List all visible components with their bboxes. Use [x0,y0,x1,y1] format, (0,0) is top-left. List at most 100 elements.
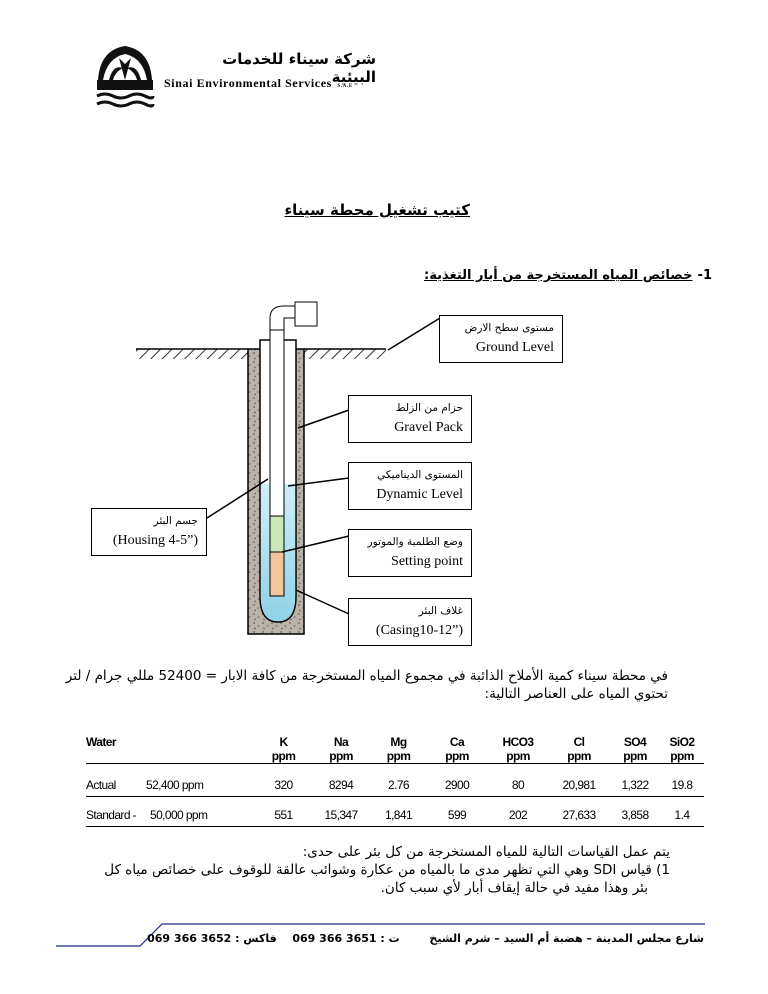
pipe-bend [269,305,297,331]
logo-emblem-icon [96,46,155,108]
unit-mg: ppm [386,749,411,763]
unit-na: ppm [329,749,353,763]
row-tds: 50,000 ppm [150,808,208,823]
wellhead-box [294,301,318,327]
footer-contact: شارع مجلس المدينة – هضبة أم السيد – شرم … [147,932,704,945]
company-logo [95,42,155,110]
callout-setting-point-ar: وضع الطلمبة والموتور [367,536,463,548]
element-mg: Mg [390,735,407,749]
element-cl: Cl [573,735,585,749]
section-number: 1- [697,268,712,283]
callout-housing: جسم البئر (Housing 4-5”) [91,508,207,556]
element-ca: Ca [449,735,465,749]
company-name-en: Sinai Environmental Services S.A.E [164,76,353,91]
item-number: 1) [656,862,670,878]
callout-housing-ar: جسم البئر [153,515,198,527]
ground-right [304,349,386,359]
table-divider [86,763,704,774]
callout-casing-ar: غلاف البئر [418,605,463,617]
table-cell: 19.8 [671,777,694,792]
unit-so4: ppm [623,749,647,763]
callout-casing-en: (Casing10-12”) [375,623,463,638]
callout-casing: غلاف البئر (Casing10-12”) [348,598,472,646]
ground-left [136,349,248,359]
table-cell: 599 [447,808,467,823]
callout-dynamic-level: المستوى الديناميكي Dynamic Level [348,462,472,510]
table-cell: 1,841 [384,808,413,823]
callout-ground-level-ar: مستوى سطح الارض [464,322,554,334]
measurement-item-1-cont: بئر وهذا مفيد في حالة إيقاف أبار لأي سبب… [380,880,648,896]
leader-setting [281,535,350,553]
element-sio2: SiO2 [669,735,696,749]
callout-ground-level: مستوى سطح الارض Ground Level [439,315,563,363]
unit-k: ppm [271,749,296,763]
callout-gravel-pack-en: Gravel Pack [394,420,463,435]
table-cell: 551 [274,808,293,823]
footer-rule [56,923,705,947]
table-cell: 1,322 [621,777,649,792]
header-water: Water [86,735,117,749]
motor [269,551,285,597]
callout-setting-point: وضع الطلمبة والموتور Setting point [348,529,472,577]
section-heading: 1- خصائص المياه المستخرجة من أبار التغذي… [400,264,712,283]
measurements-intro: يتم عمل القياسات التالية للمياه المستخرج… [302,844,670,860]
element-so4: SO4 [623,735,647,749]
tds-paragraph: في محطة سيناء كمية الأملاح الذائبة في مج… [50,667,668,703]
fax-label: فاكس : [235,932,277,945]
elements-line: تحتوي المياه على العناصر التالية: [484,686,668,702]
row-label: Actual [86,777,116,792]
callout-gravel-pack-ar: حزام من الزلط [395,402,463,414]
callout-ground-level-en: Ground Level [475,340,554,355]
table-row-standard: Standard - 50,000 ppm 551 15,347 1,841 59… [86,805,704,827]
unit-cl: ppm [567,749,591,763]
riser-pipe [269,329,285,517]
well-diagram [136,301,441,635]
tds-line: في محطة سيناء كمية الأملاح الذائبة في مج… [65,668,668,684]
company-name-ar: شركة سيناء للخدمات البيئية [222,50,376,86]
leader-casing [295,589,350,615]
table-cell: 1.4 [674,808,690,823]
callout-dynamic-level-en: Dynamic Level [376,487,463,502]
leader-housing [206,478,269,519]
table-cell: 80 [511,777,525,792]
table-cell: 202 [508,808,528,823]
table-cell: 8294 [328,777,354,792]
leader-dynamic [287,477,350,487]
leader-ground [387,317,441,351]
company-suffix: S.A.E [337,84,353,89]
pump [269,515,285,553]
measurement-item-1: 1) قياس SDI وهي التي تظهر مدى ما بالمياه… [40,861,670,879]
callout-housing-en: (Housing 4-5”) [112,533,198,548]
table-divider [86,795,704,805]
table-cell: 27,633 [562,808,596,823]
table-cell: 2900 [444,777,470,792]
table-cell: 15,347 [324,808,358,823]
measurements-block: يتم عمل القياسات التالية للمياه المستخرج… [40,843,670,897]
row-actual-label: Actual 52,400 ppm [86,774,256,796]
phone-label: ت : [380,932,400,945]
fax-number: 069 366 3652 [147,932,232,945]
row-tds: 52,400 ppm [146,777,204,792]
table-cell: 320 [274,777,293,792]
element-na: Na [333,735,349,749]
footer-address: شارع مجلس المدينة – هضبة أم السيد – شرم … [429,932,704,945]
element-hco3: HCO3 [502,735,535,749]
callout-setting-point-en: Setting point [391,554,463,569]
section-label: خصائص المياه المستخرجة من أبار التغذية: [424,268,693,283]
unit-ca: ppm [445,749,469,763]
row-label: Standard - [86,808,137,823]
leader-gravel [297,409,350,429]
callout-gravel-pack: حزام من الزلط Gravel Pack [348,395,472,443]
phone-number: 069 366 3651 [292,932,377,945]
